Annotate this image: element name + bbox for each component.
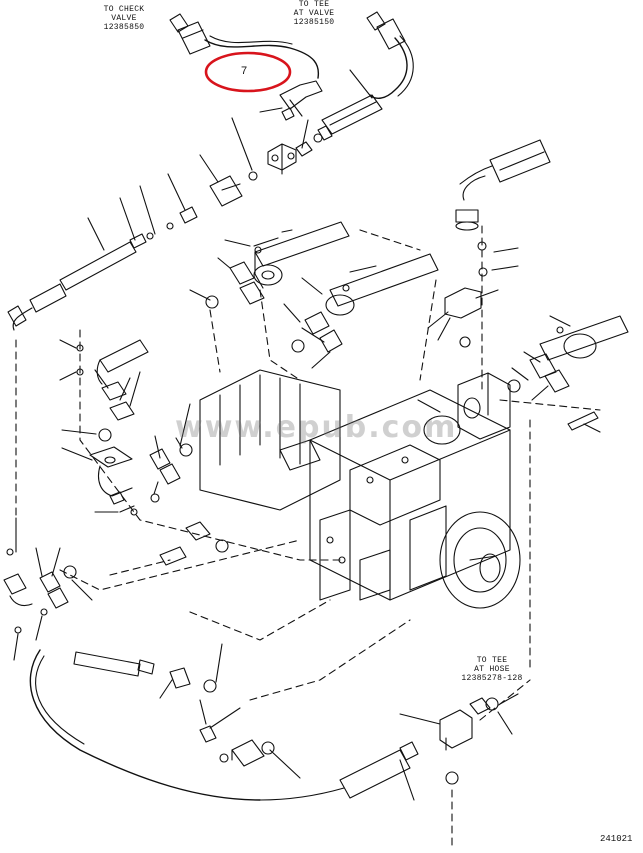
callout-number: 7 bbox=[241, 65, 248, 77]
watermark: www.epub.com bbox=[175, 410, 458, 445]
tee-hose-label-line3: 12385278-128 bbox=[461, 674, 523, 683]
lower-hose-assemblies bbox=[29, 521, 519, 801]
figure-number: 241021 bbox=[600, 834, 633, 844]
check-valve-label-line1: TO CHECK bbox=[103, 5, 145, 14]
check-valve-label: TO CHECK VALVE 12385850 bbox=[88, 5, 160, 32]
right-upper-elbow bbox=[427, 139, 551, 348]
tee-hose-label-line2: AT HOSE bbox=[474, 665, 510, 674]
middle-pipe-assemblies bbox=[189, 221, 439, 369]
tee-hose-label-line1: TO TEE bbox=[476, 656, 508, 665]
tee-hose-label: TO TEE AT HOSE 12385278-128 bbox=[454, 656, 530, 683]
check-valve-label-line3: 12385850 bbox=[103, 23, 145, 32]
tee-valve-label-line1: TO TEE bbox=[298, 0, 330, 9]
right-flange-block bbox=[417, 315, 629, 445]
top-hose-assembly bbox=[7, 11, 414, 331]
tee-valve-label-line2: AT VALVE bbox=[293, 9, 335, 18]
pump-body bbox=[199, 369, 521, 609]
left-assemblies bbox=[3, 339, 193, 661]
check-valve-label-line2: VALVE bbox=[111, 14, 137, 23]
dashed-connector-lines bbox=[15, 225, 601, 849]
highlight-circle bbox=[204, 51, 292, 93]
tee-valve-label-line3: 12385150 bbox=[293, 18, 335, 27]
tee-valve-label: TO TEE AT VALVE 12385150 bbox=[274, 0, 354, 27]
